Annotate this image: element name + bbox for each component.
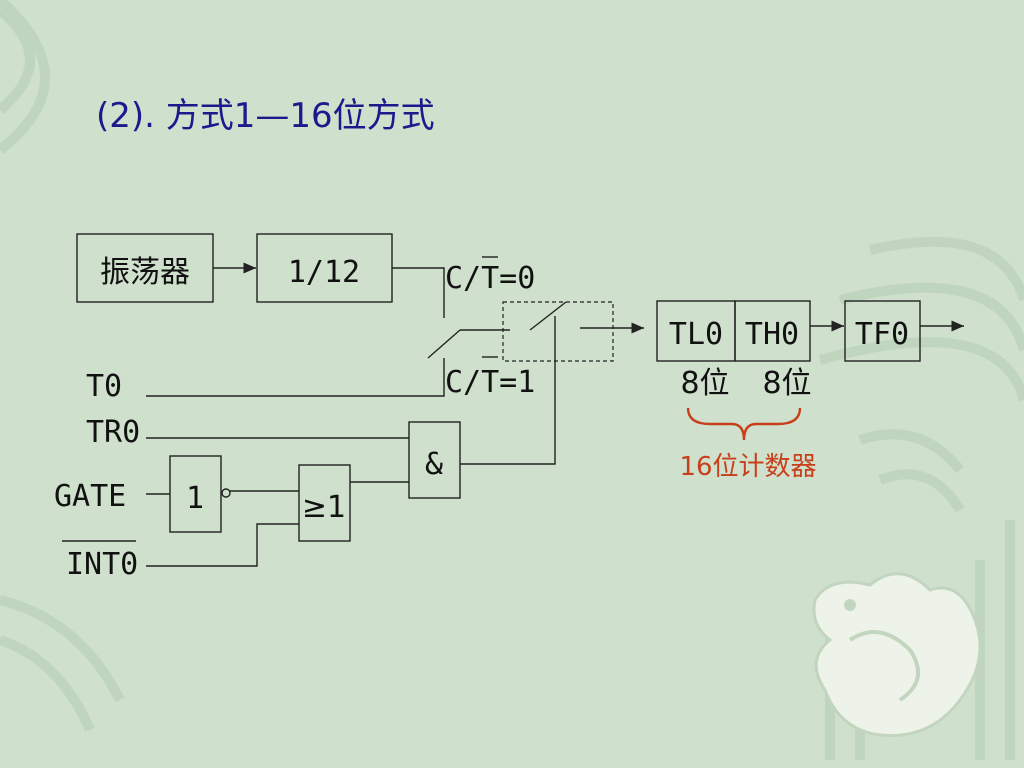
divider-label: 1/12 xyxy=(288,255,360,290)
counter-brace xyxy=(686,407,802,441)
slide-title: (2). 方式1—16位方式 xyxy=(96,96,435,136)
switch-arm xyxy=(529,301,567,331)
gate-label: GATE xyxy=(54,479,126,514)
tf0-label: TF0 xyxy=(855,317,909,352)
or-gate-box xyxy=(298,464,351,542)
int0-wire xyxy=(146,523,299,567)
or-gate-label: ≥1 xyxy=(302,490,346,525)
not-gate-box xyxy=(169,455,222,533)
int0-label: INT0 xyxy=(66,547,138,582)
tr0-label: TR0 xyxy=(86,415,140,450)
dragon-ornament xyxy=(812,572,982,738)
tl0-label: TL0 xyxy=(669,317,723,352)
and-to-switch-wire xyxy=(460,316,556,465)
t0-label: T0 xyxy=(86,369,122,404)
inverter-bubble xyxy=(221,488,231,498)
tl0-bits-label: 8位 xyxy=(680,366,729,401)
not-gate-label: 1 xyxy=(186,481,204,516)
oscillator-label: 振荡器 xyxy=(100,255,190,290)
ct1-label: C/T=1 xyxy=(445,365,535,400)
and-gate-label: & xyxy=(425,447,443,482)
t0-wire xyxy=(146,358,445,397)
switch-lower-contact xyxy=(427,329,461,359)
th0-bits-label: 8位 xyxy=(762,366,811,401)
th0-box xyxy=(734,300,811,362)
counter-label: 16位计数器 xyxy=(679,452,816,482)
and-gate-box xyxy=(408,421,461,499)
tf0-box xyxy=(844,300,921,362)
th0-label: TH0 xyxy=(745,317,799,352)
ct0-label: C/T=0 xyxy=(445,261,535,296)
div-to-switch-wire xyxy=(392,267,445,318)
switch-control-dashed-box xyxy=(502,301,614,362)
